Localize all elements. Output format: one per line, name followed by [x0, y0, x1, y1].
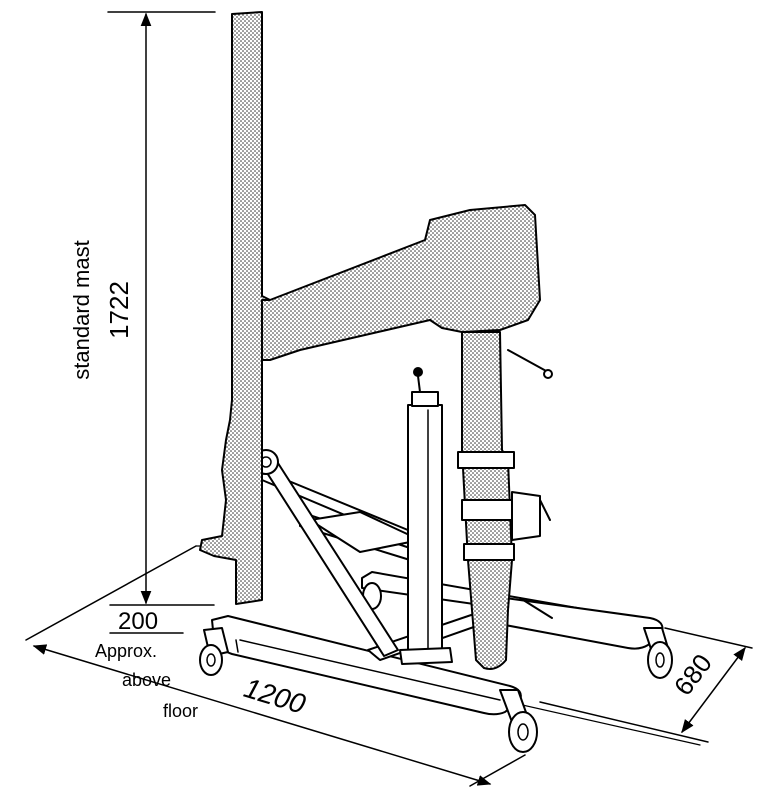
cylinder-foot — [399, 647, 453, 665]
width-dimension-line — [681, 646, 746, 734]
arm-lever — [507, 349, 549, 373]
diagonal-strut — [261, 459, 399, 657]
dimension-labels: standard mast 1722 200 Approx. above flo… — [69, 240, 718, 721]
floor-gap-value: 200 — [118, 608, 158, 635]
mast-arm — [261, 204, 541, 361]
front-right-caster — [499, 689, 538, 753]
length-value: 1200 — [240, 672, 309, 720]
hydraulic-cylinder — [399, 367, 453, 665]
width-extension-top — [664, 627, 753, 649]
width-extension-bottom — [539, 701, 709, 743]
mast-height-value: 1722 — [104, 281, 134, 339]
front-left-caster — [199, 627, 229, 676]
cylinder-body — [407, 404, 443, 656]
mast-column — [199, 11, 271, 605]
lower-clamp — [463, 543, 515, 561]
dimension-lines — [25, 11, 753, 787]
length-extension-right — [469, 754, 526, 787]
release-handle — [417, 375, 421, 393]
approx-line-1: Approx. — [95, 641, 157, 661]
clamp-bracket — [511, 491, 541, 541]
release-knob — [413, 367, 423, 377]
middle-clamp — [461, 499, 513, 521]
rear-right-caster — [643, 627, 673, 679]
mast — [199, 11, 553, 670]
wheels — [199, 582, 673, 753]
approx-line-2: above — [122, 670, 171, 690]
length-extension-left — [25, 545, 197, 641]
mast-caption: standard mast — [69, 240, 94, 379]
length-dimension-line — [32, 644, 492, 786]
right-leg — [504, 597, 664, 650]
floor-line-right — [499, 699, 701, 746]
approx-line-3: floor — [163, 701, 198, 721]
strut-assembly — [253, 449, 421, 657]
upper-clamp — [457, 451, 515, 469]
cylinder-cap — [411, 391, 439, 407]
left-leg-inner-line — [235, 639, 501, 701]
clamps — [457, 451, 553, 619]
